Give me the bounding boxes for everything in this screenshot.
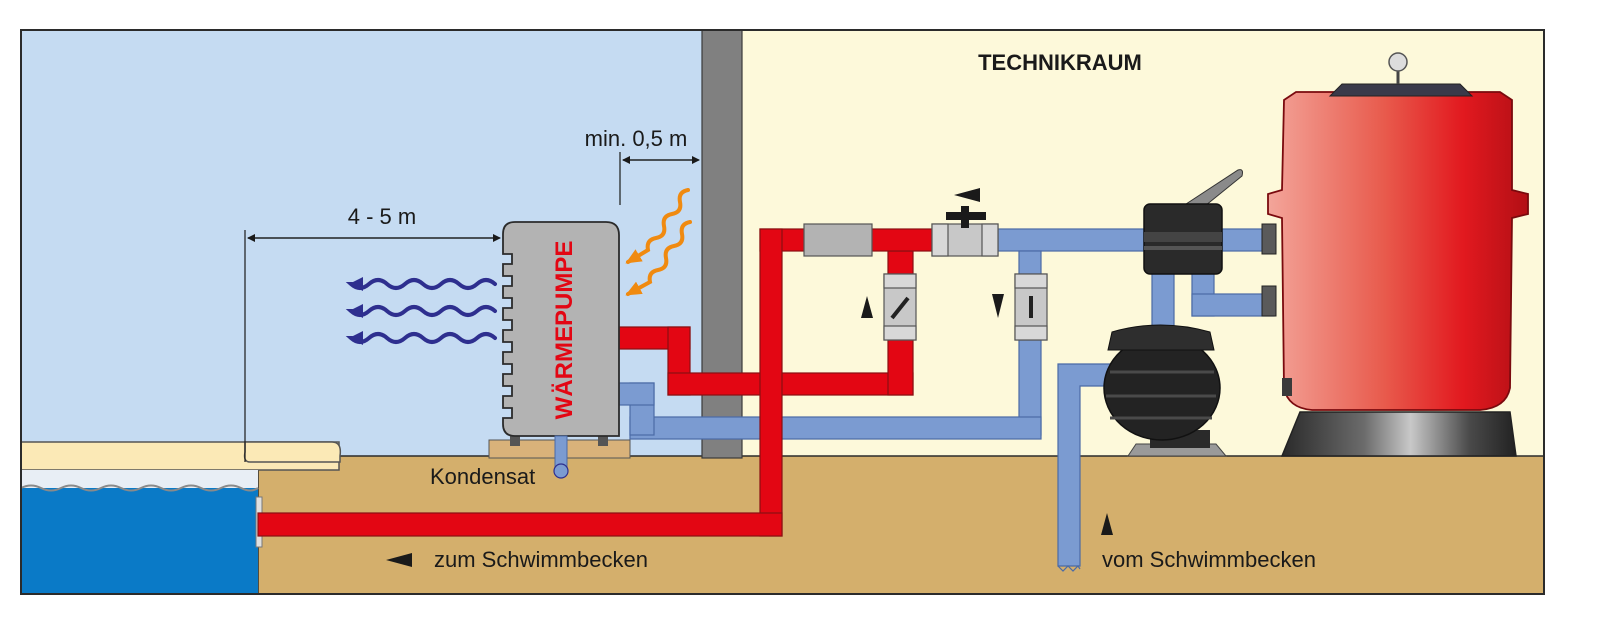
heat-pump-label: WÄRMEPUMPE: [551, 241, 578, 420]
wavy-arrow-down-left-icon: [625, 188, 690, 264]
flow-arrow-down-icon: [992, 294, 1004, 318]
cold-water-pipes: [618, 228, 1275, 567]
flow-arrow-from-pool-icon: [1101, 513, 1113, 535]
min-distance-label: min. 0,5 m: [585, 126, 688, 151]
dimension-lines: [244, 152, 700, 462]
diagram-frame: [20, 29, 1545, 595]
to-pool-label: zum Schwimmbecken: [434, 547, 648, 572]
air-outflow-icons: [345, 277, 497, 345]
swimming-pool: [20, 441, 342, 594]
wavy-arrow-left-icon: [345, 331, 497, 345]
sand-filter: [1261, 52, 1529, 457]
flow-arrow-valve-icon: [954, 188, 980, 202]
technical-room-title: TECHNIKRAUM: [978, 50, 1142, 75]
flow-arrow-to-pool-icon: [386, 553, 412, 567]
valve-handle-icon: [946, 206, 986, 228]
pump-distance-label: 4 - 5 m: [348, 204, 416, 229]
circulation-pump: [1103, 324, 1228, 457]
multiport-valve: [1143, 169, 1243, 275]
heat-pump: [488, 221, 631, 479]
wavy-arrow-left-icon: [345, 304, 497, 318]
wavy-arrow-down-left-icon: [625, 220, 692, 296]
condensate-label: Kondensat: [430, 464, 535, 489]
pipe-fittings: [803, 223, 1048, 341]
from-pool-label: vom Schwimmbecken: [1102, 547, 1316, 572]
flow-arrow-up-icon: [861, 296, 873, 318]
flow-direction-icons: [386, 188, 1113, 567]
heat-inflow-icons: [625, 188, 692, 296]
wavy-arrow-left-icon: [345, 277, 497, 291]
